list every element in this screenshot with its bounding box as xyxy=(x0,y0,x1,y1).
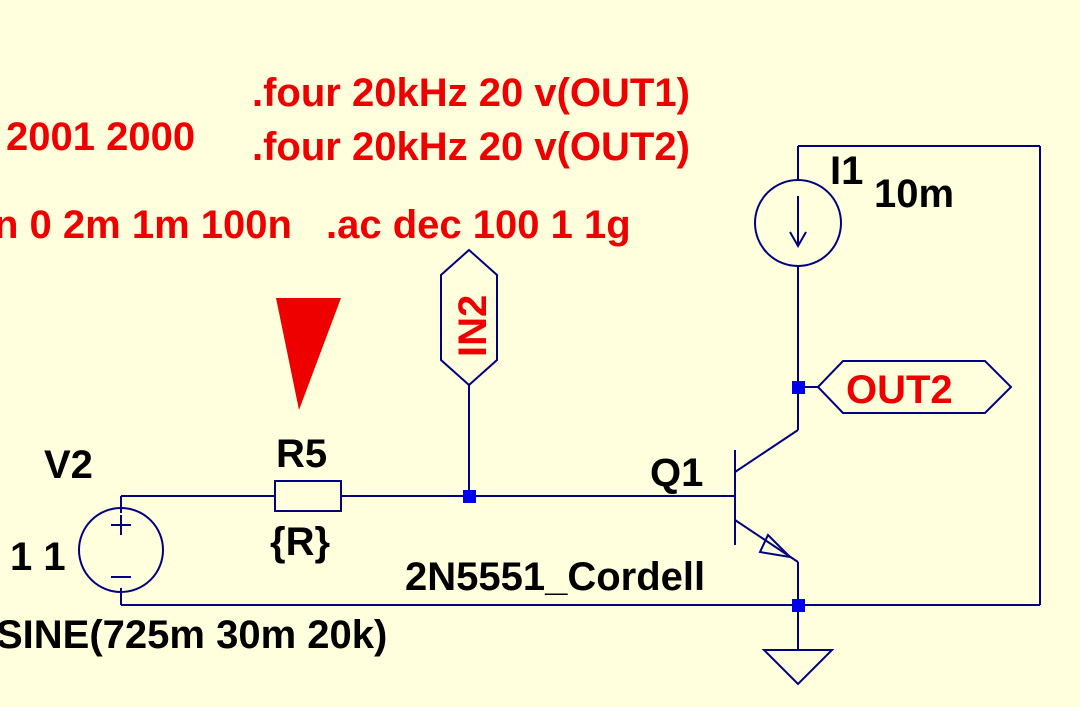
in2-label-flag[interactable] xyxy=(440,248,498,387)
ground-icon[interactable] xyxy=(761,649,835,686)
resistor-r5-icon[interactable] xyxy=(274,480,342,512)
q1-model-label[interactable]: 2N5551_Cordell xyxy=(405,555,705,599)
voltage-source-v2[interactable] xyxy=(78,507,164,593)
voltage-source-icon xyxy=(78,507,164,593)
v2-sine-value[interactable]: SINE(725m 30m 20k) xyxy=(0,613,387,657)
r5-value-label[interactable]: {R} xyxy=(270,520,330,564)
transistor-q1[interactable] xyxy=(734,429,799,563)
r5-name-label[interactable]: R5 xyxy=(276,432,327,476)
four-directive-out2[interactable]: .four 20kHz 20 v(OUT2) xyxy=(252,125,690,169)
junction-dot-in2 xyxy=(463,490,476,503)
wires xyxy=(120,145,1041,650)
i1-value-label[interactable]: 10m xyxy=(874,172,954,216)
v2-ac-value[interactable]: 1 1 xyxy=(10,535,66,579)
emitter-arrow-icon xyxy=(758,533,793,559)
i1-name-label[interactable]: I1 xyxy=(830,149,863,193)
tran-directive[interactable]: n 0 2m 1m 100n xyxy=(0,203,292,247)
current-source-i1[interactable] xyxy=(754,179,842,267)
v2-name-label[interactable]: V2 xyxy=(44,443,93,487)
junction-dot-out2 xyxy=(792,381,805,394)
q1-name-label[interactable]: Q1 xyxy=(650,451,703,495)
arrow-down-icon xyxy=(789,231,807,249)
probe-marker-icon xyxy=(276,298,341,410)
current-source-icon xyxy=(754,179,842,267)
step-directive[interactable]: 2001 2000 xyxy=(6,115,195,159)
four-directive-out1[interactable]: .four 20kHz 20 v(OUT1) xyxy=(252,71,690,115)
out2-label-text: OUT2 xyxy=(846,368,953,412)
in2-label-text: IN2 xyxy=(451,295,495,357)
ac-directive[interactable]: .ac dec 100 1 1g xyxy=(326,203,631,247)
junction-dot-ground xyxy=(792,599,805,612)
transistor-collector xyxy=(734,429,799,473)
out2-label-flag[interactable] xyxy=(816,360,1013,414)
